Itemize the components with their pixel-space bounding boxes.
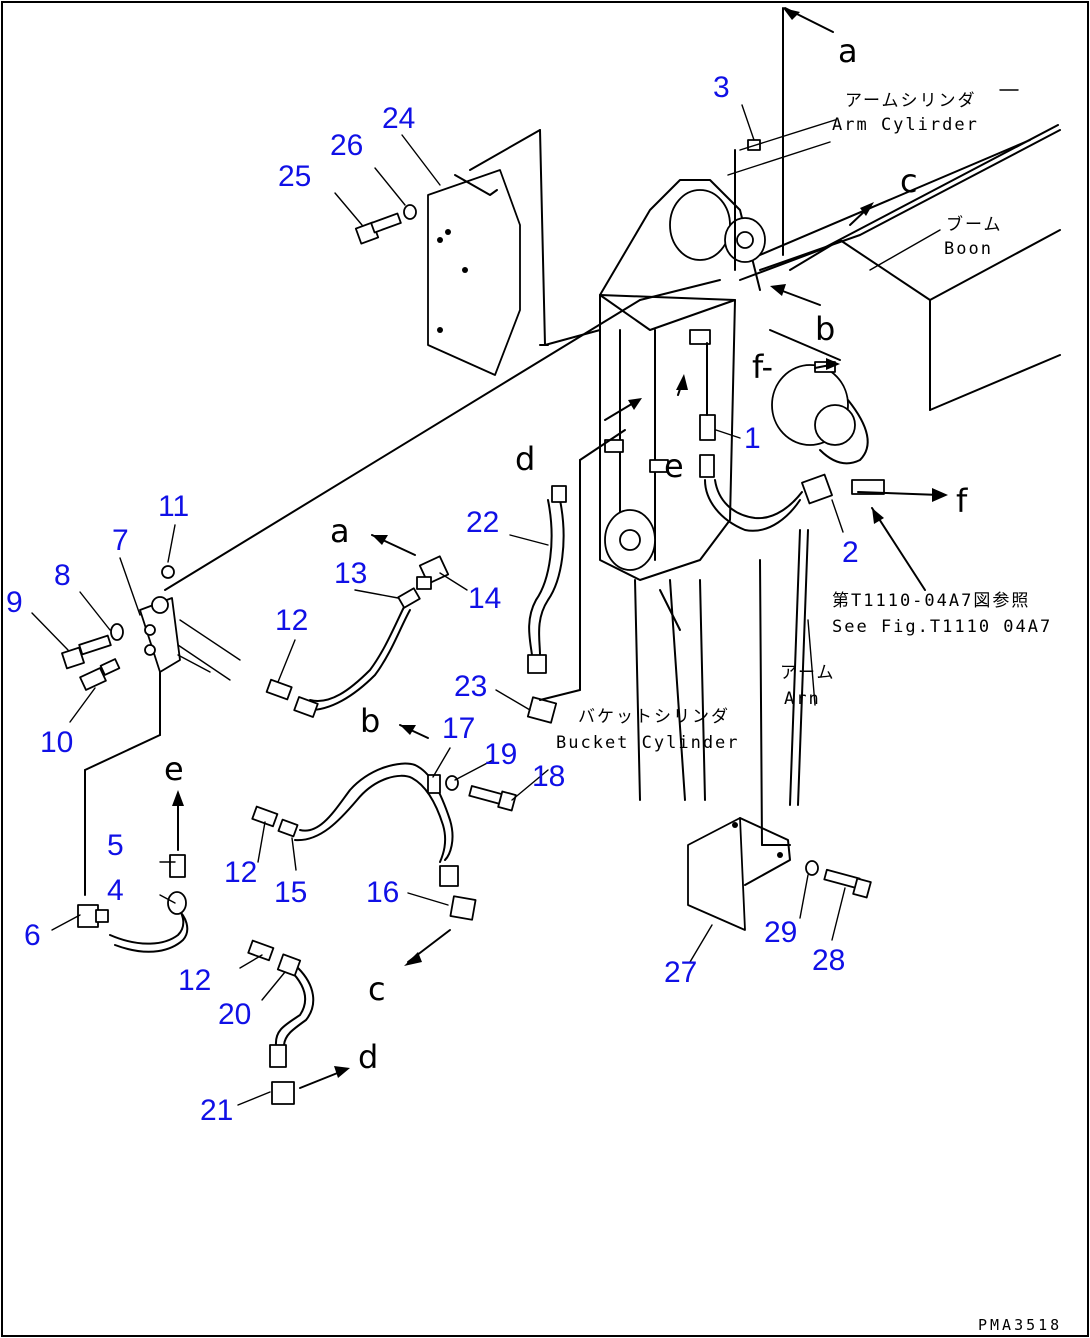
- ref-a-mid: a: [330, 512, 350, 550]
- note-arm-en: Arn: [784, 689, 821, 709]
- callout-9: 9: [6, 586, 23, 619]
- ref-d-bottom: d: [358, 1038, 378, 1076]
- callout-1: 1: [744, 422, 761, 455]
- note-bucket-cylinder-en: Bucket Cylinder: [556, 733, 740, 753]
- note-boom-jp: ブーム: [946, 214, 1003, 235]
- callout-8: 8: [54, 559, 71, 592]
- fitting-21: [269, 1044, 295, 1105]
- washer-8: [110, 623, 124, 641]
- adapter-12a: [265, 678, 319, 718]
- washer-19: [445, 775, 459, 791]
- notes: アームシリンダ Arm Cylirder ブーム Boon バケットシリンダ B…: [556, 91, 1052, 753]
- bolt-28: [823, 868, 872, 899]
- callout-29: 29: [764, 916, 797, 949]
- hose-23-link: [539, 429, 626, 701]
- bolt-18: [468, 785, 517, 812]
- callout-13: 13: [334, 557, 367, 590]
- ref-c-bottom: c: [368, 970, 386, 1008]
- ref-f-right: f: [956, 482, 968, 520]
- washer-26: [403, 204, 417, 220]
- note-arm-cylinder-jp: アームシリンダ: [845, 91, 976, 111]
- ref-f-top: f-: [752, 348, 773, 386]
- bolt-25: [354, 212, 402, 245]
- callout-numbers: 1 2 3 4 5 6 7 8 9 10 11 12 12 12 13 14 1…: [6, 71, 859, 1127]
- callout-10: 10: [40, 726, 73, 759]
- callout-24: 24: [382, 102, 415, 135]
- drawing-code: PMA3518: [978, 1316, 1062, 1334]
- callout-25: 25: [278, 160, 311, 193]
- note-see-fig-en: See Fig.T1110 04A7: [832, 617, 1052, 637]
- tube-15: [294, 762, 454, 863]
- flow-arrows: [172, 202, 948, 1089]
- callout-22: 22: [466, 506, 499, 539]
- callout-7: 7: [112, 524, 129, 557]
- ref-e-mid: e: [164, 750, 184, 788]
- callout-5: 5: [107, 829, 124, 862]
- callout-4: 4: [107, 874, 124, 907]
- callout-27: 27: [664, 956, 697, 989]
- hose-22: [528, 485, 567, 656]
- bolt-9: [61, 634, 112, 670]
- callout-26: 26: [330, 129, 363, 162]
- callout-3: 3: [713, 71, 730, 104]
- elbow-16: [439, 865, 477, 921]
- callout-28: 28: [812, 944, 845, 977]
- callout-12-upper: 12: [275, 604, 308, 637]
- arm-drawing: [599, 179, 766, 801]
- plug-11: [161, 565, 175, 579]
- fitting-1: [699, 342, 716, 441]
- note-arm-cylinder-en: Arm Cylirder: [832, 115, 979, 135]
- nut-4: [167, 891, 187, 915]
- callout-15: 15: [274, 876, 307, 909]
- ref-c-top: c: [900, 162, 918, 200]
- callout-21: 21: [200, 1094, 233, 1127]
- callout-18: 18: [532, 760, 565, 793]
- boom-drawing: [739, 124, 1061, 465]
- cover-plate-24: [427, 169, 521, 376]
- callout-23: 23: [454, 670, 487, 703]
- callout-11: 11: [158, 490, 189, 523]
- washer-29: [805, 860, 819, 876]
- elbow-14: [416, 555, 450, 590]
- callout-14: 14: [468, 582, 501, 615]
- elbow-23: [526, 654, 558, 724]
- fitting-5: [169, 854, 186, 878]
- leader-lines: [31, 104, 941, 1106]
- callout-12-middle: 12: [224, 856, 257, 889]
- elbow-6: [77, 904, 109, 928]
- connection-letters: a a b b c c d d e e f- f: [164, 32, 968, 1076]
- callout-20: 20: [218, 998, 251, 1031]
- note-boom-en: Boon: [944, 239, 993, 259]
- tube-13: [304, 587, 421, 712]
- arm-cylinder-outline: [727, 7, 1019, 256]
- ref-d-top: d: [515, 440, 535, 478]
- ref-e-top: e: [664, 447, 684, 485]
- callout-6: 6: [24, 919, 41, 952]
- callout-17: 17: [442, 712, 475, 745]
- note-see-fig-jp: 第T1110-04A7図参照: [832, 591, 1030, 611]
- fitting-10: [79, 658, 121, 691]
- callout-12-lower: 12: [178, 964, 211, 997]
- callout-2: 2: [842, 536, 859, 569]
- ref-b-mid: b: [360, 702, 380, 740]
- cover-plate-27: [687, 817, 791, 931]
- callout-16: 16: [366, 876, 399, 909]
- arm-lines: [164, 129, 641, 591]
- adapter-12b: [251, 805, 299, 838]
- tube-20: [274, 967, 315, 1046]
- callout-19: 19: [484, 738, 517, 771]
- ref-b-top: b: [815, 310, 835, 348]
- grease-block-7: [139, 596, 241, 681]
- clamp-17: [427, 774, 441, 794]
- hose-1-2: [699, 454, 885, 532]
- note-bucket-cylinder-jp: バケットシリンダ: [578, 707, 730, 727]
- note-arm-jp: アーム: [780, 663, 835, 683]
- ref-a-top: a: [838, 32, 858, 70]
- arm-bottom: [759, 529, 809, 846]
